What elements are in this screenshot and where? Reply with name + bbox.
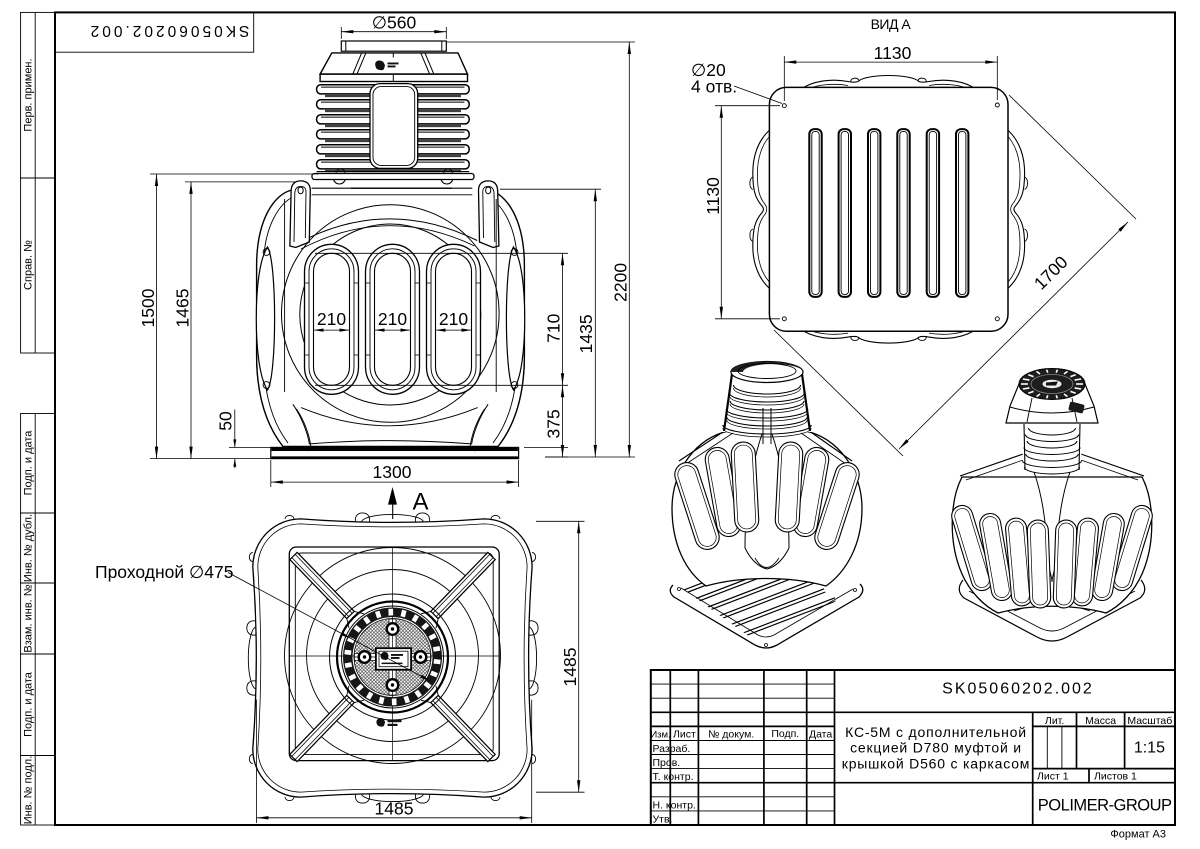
svg-text:4 отв.: 4 отв. — [691, 77, 737, 97]
svg-text:2200: 2200 — [611, 263, 631, 302]
svg-text:ВИД А: ВИД А — [871, 16, 912, 32]
svg-text:Лит.: Лит. — [1045, 715, 1064, 727]
svg-text:POLIMER-GROUP: POLIMER-GROUP — [1038, 797, 1172, 815]
svg-text:Формат А3: Формат А3 — [1110, 829, 1166, 841]
svg-text:Лист: Лист — [673, 729, 696, 741]
svg-text:Взам. инв. №: Взам. инв. № — [23, 584, 35, 652]
svg-text:∅20: ∅20 — [691, 60, 726, 80]
svg-text:1485: 1485 — [375, 799, 414, 819]
svg-text:Подп.: Подп. — [771, 728, 799, 740]
svg-text:Справ. №: Справ. № — [23, 240, 35, 290]
svg-text:710: 710 — [544, 313, 564, 342]
svg-text:1500: 1500 — [138, 288, 158, 327]
svg-text:210: 210 — [439, 309, 468, 329]
svg-text:Листов 1: Листов 1 — [1094, 771, 1137, 783]
svg-text:1465: 1465 — [173, 289, 193, 328]
svg-text:секцией D780 муфтой и: секцией D780 муфтой и — [850, 740, 1022, 756]
svg-text:1435: 1435 — [576, 314, 596, 353]
svg-text:210: 210 — [378, 309, 407, 329]
svg-text:1485: 1485 — [560, 648, 580, 687]
svg-text:50: 50 — [216, 411, 236, 431]
svg-text:Пров.: Пров. — [653, 757, 681, 769]
svg-text:1130: 1130 — [874, 43, 912, 63]
svg-text:Утв.: Утв. — [653, 813, 673, 825]
svg-text:Н. контр.: Н. контр. — [653, 799, 696, 811]
svg-text:375: 375 — [544, 409, 564, 438]
svg-text:Подп. и дата: Подп. и дата — [23, 430, 35, 496]
svg-text:Перв. примен.: Перв. примен. — [23, 58, 35, 131]
svg-text:Подп. и дата: Подп. и дата — [23, 671, 35, 737]
svg-text:Масштаб: Масштаб — [1127, 715, 1172, 727]
svg-text:Дата: Дата — [809, 729, 832, 741]
svg-text:А: А — [412, 489, 428, 516]
svg-text:Инв. № подл.: Инв. № подл. — [23, 756, 35, 825]
svg-text:Проходной ∅475: Проходной ∅475 — [95, 562, 233, 582]
svg-text:Лист 1: Лист 1 — [1037, 771, 1069, 783]
svg-text:№ докум.: № докум. — [708, 729, 754, 741]
svg-text:КС-5М с дополнительной: КС-5М с дополнительной — [845, 724, 1027, 740]
svg-text:Масса: Масса — [1085, 715, 1116, 727]
svg-text:SK05060202.002: SK05060202.002 — [942, 681, 1094, 698]
svg-text:1:15: 1:15 — [1134, 740, 1165, 757]
svg-text:Разраб.: Разраб. — [653, 743, 691, 755]
svg-text:1130: 1130 — [703, 177, 723, 215]
svg-text:210: 210 — [317, 309, 346, 329]
svg-text:крышкой D560 с каркасом: крышкой D560 с каркасом — [842, 755, 1030, 771]
svg-text:1300: 1300 — [373, 462, 412, 482]
svg-text:Инв. № дубл.: Инв. № дубл. — [23, 514, 35, 582]
svg-text:Т. контр.: Т. контр. — [653, 771, 694, 783]
svg-text:∅560: ∅560 — [372, 12, 417, 32]
svg-text:Изм.: Изм. — [650, 730, 670, 741]
svg-text:SK05060202.002: SK05060202.002 — [88, 22, 250, 39]
